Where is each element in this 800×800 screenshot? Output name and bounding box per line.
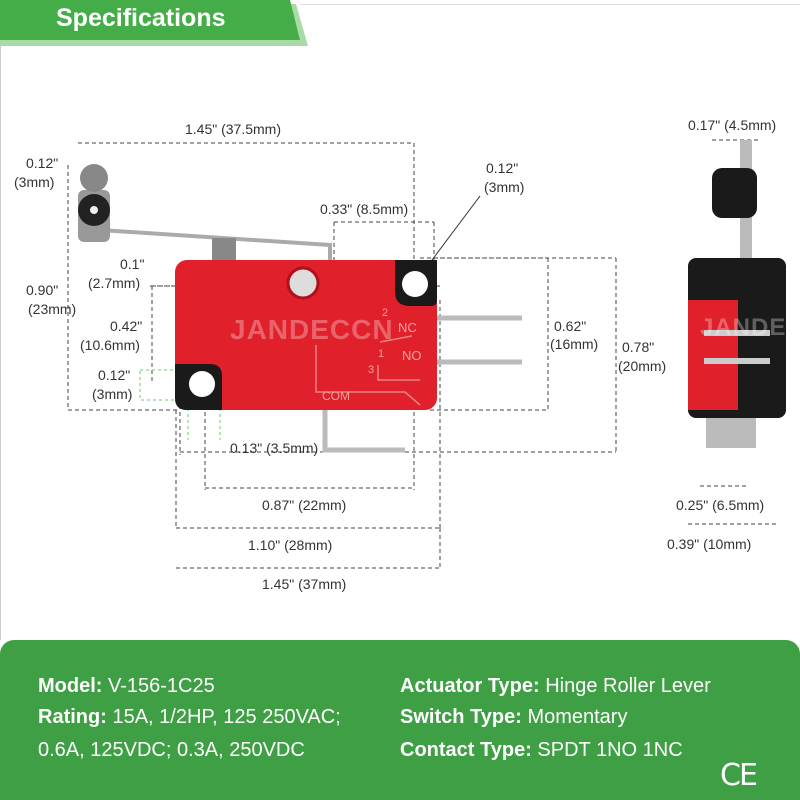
- dim-hole-left-mm: (3mm): [92, 386, 133, 402]
- spec-value: Momentary: [527, 706, 628, 728]
- spec-label: Contact Type:: [400, 739, 532, 761]
- spec-value: V-156-1C25: [108, 675, 215, 697]
- mount-hole-right: [402, 271, 428, 297]
- dim-body-height-mm: (16mm): [550, 336, 599, 352]
- watermark: JANDECCN: [230, 314, 394, 345]
- watermark: JANDECCN: [700, 314, 800, 341]
- side-terminal-bottom: [706, 418, 756, 448]
- dim-side-total-width: 0.39" (10mm): [667, 536, 752, 552]
- com-marking: COM: [322, 389, 350, 403]
- dim-hole-spacing: 0.87" (22mm): [262, 497, 347, 513]
- dim-body-length: 1.10" (28mm): [248, 537, 333, 553]
- dim-total-height-mm: (20mm): [618, 358, 667, 374]
- circuit-marking: [315, 335, 421, 406]
- dimension-lines: [67, 139, 776, 569]
- dim-roller-width: 0.17" (4.5mm): [688, 117, 777, 133]
- dim-height-in: 0.90": [26, 282, 59, 298]
- dim-hole-v-in: 0.42": [110, 318, 143, 334]
- dim-overall-length-top: 1.45" (37.5mm): [185, 121, 282, 137]
- dim-body-height-in: 0.62": [554, 318, 587, 334]
- spec-label: Model:: [38, 675, 103, 697]
- dim-top-offset-mm: (2.7mm): [88, 275, 141, 291]
- nc-marking: NC: [398, 320, 417, 335]
- dim-hole-right-mm: (3mm): [484, 179, 525, 195]
- dim-height-mm: (23mm): [28, 301, 77, 317]
- roller: [80, 164, 108, 192]
- dim-button-offset: 0.33" (8.5mm): [320, 201, 409, 217]
- specs-panel: [0, 640, 800, 800]
- spec-rating-cont: 0.6A, 125VDC; 0.3A, 250VDC: [38, 739, 305, 761]
- spec-model: Model: V-156-1C25: [38, 675, 215, 698]
- no-marking: NO: [402, 348, 422, 363]
- spec-label: Switch Type:: [400, 706, 522, 728]
- dim-top-offset-in: 0.1": [120, 256, 145, 272]
- ce-mark-icon: CE: [720, 758, 758, 793]
- spec-label: Actuator Type:: [400, 675, 540, 697]
- plunger: [212, 238, 236, 264]
- mount-hole-left: [189, 371, 215, 397]
- page-title: Specifications: [56, 4, 226, 32]
- spec-value: SPDT 1NO 1NC: [537, 739, 683, 761]
- header-banner: [0, 0, 300, 40]
- frame-line: [0, 40, 1, 640]
- side-terminal: [704, 330, 770, 336]
- side-terminal: [704, 358, 770, 364]
- spec-value: Hinge Roller Lever: [545, 675, 711, 697]
- spec-actuator: Actuator Type: Hinge Roller Lever: [400, 675, 711, 698]
- terminals: [322, 315, 522, 453]
- side-roller: [712, 168, 757, 218]
- dim-side-width: 0.25" (6.5mm): [676, 497, 765, 513]
- pin-3-marking: 3: [368, 364, 375, 376]
- spec-switch-type: Switch Type: Momentary: [400, 706, 627, 729]
- dim-hole-left-in: 0.12": [98, 367, 131, 383]
- spec-label: Rating:: [38, 706, 107, 728]
- switch-button: [286, 266, 320, 300]
- dim-hole-edge: 0.13" (3.5mm): [230, 440, 319, 456]
- pin-1-marking: 1: [378, 348, 385, 360]
- spec-rating: Rating: 15A, 1/2HP, 125 250VAC;: [38, 706, 341, 729]
- spec-value: 15A, 1/2HP, 125 250VAC;: [112, 706, 341, 728]
- frame-line: [300, 4, 800, 5]
- dim-overall-length-bottom: 1.45" (37mm): [262, 576, 347, 592]
- switch-drawing: [67, 139, 786, 569]
- lever-arm: [99, 228, 332, 262]
- dim-hole-v-mm: (10.6mm): [80, 337, 140, 353]
- dim-hole-right-in: 0.12": [486, 160, 519, 176]
- switch-body: [175, 260, 437, 410]
- dim-roller-in: 0.12": [26, 155, 59, 171]
- dim-total-height-in: 0.78": [622, 339, 655, 355]
- pin-2-marking: 2: [382, 307, 389, 319]
- dim-roller-mm: (3mm): [14, 174, 55, 190]
- spec-contact-type: Contact Type: SPDT 1NO 1NC: [400, 739, 683, 762]
